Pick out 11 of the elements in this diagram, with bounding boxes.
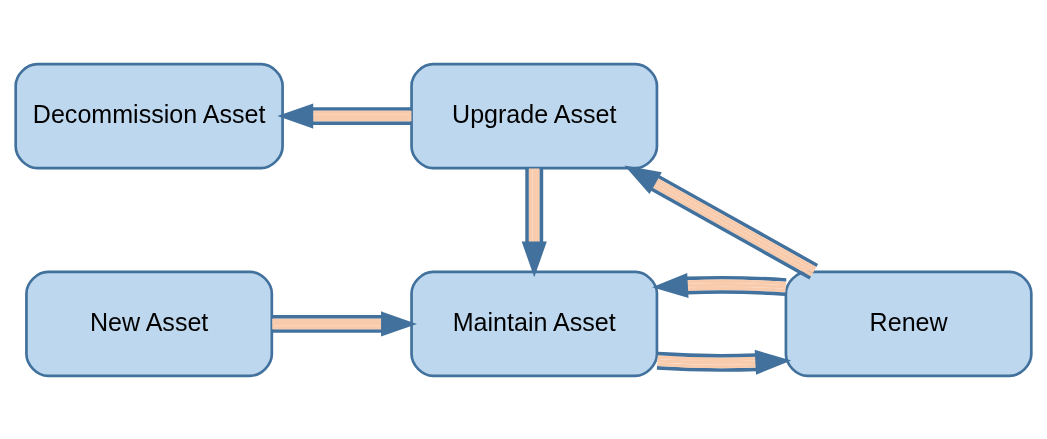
- node-box: Renew: [784, 270, 1033, 377]
- node-box: New Asset: [25, 270, 274, 377]
- arrow: [277, 103, 412, 129]
- arrow: [521, 167, 547, 277]
- arrow: [656, 349, 792, 375]
- arrow: [272, 310, 417, 336]
- node-box: Maintain Asset: [410, 270, 659, 377]
- arrow: [624, 165, 819, 280]
- arrow: [652, 272, 787, 298]
- node-box: Upgrade Asset: [410, 62, 659, 169]
- node-box: Decommission Asset: [14, 62, 284, 169]
